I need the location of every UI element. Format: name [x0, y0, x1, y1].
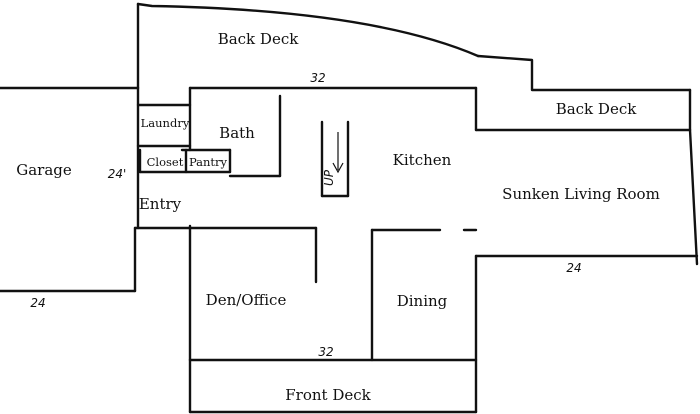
stair-up-label: UP: [322, 169, 336, 186]
room-label-entry: Entry: [139, 195, 182, 213]
room-label-laundry: Laundry: [141, 116, 190, 130]
room-label-pantry: Pantry: [189, 155, 228, 169]
dimension-top-width: 32: [310, 71, 325, 85]
room-label-den-office: Den/Office: [206, 291, 287, 309]
room-label-back-deck-upper: Back Deck: [218, 30, 300, 48]
room-label-garage: Garage: [16, 161, 72, 179]
service-room-walls: [136, 86, 282, 178]
interior-walls-lower: [133, 224, 478, 362]
dimension-living-width: 24: [566, 261, 581, 275]
room-label-front-deck: Front Deck: [285, 386, 371, 404]
front-deck-walls: [188, 358, 478, 414]
dimension-garage-height: 24': [108, 167, 127, 181]
dimension-garage-width: 24: [30, 296, 45, 310]
house-outer-walls: [133, 86, 699, 414]
dimension-bottom-width: 32: [318, 345, 333, 359]
back-deck-upper-walls: [136, 2, 692, 132]
staircase: [320, 120, 350, 198]
room-label-closet: Closet: [147, 155, 184, 169]
room-label-dining: Dining: [397, 292, 448, 310]
room-label-back-deck-right: Back Deck: [556, 100, 638, 118]
garage-walls: [0, 86, 140, 293]
room-label-sunken-living-room: Sunken Living Room: [502, 185, 660, 203]
room-label-kitchen: Kitchen: [393, 151, 452, 169]
room-label-bath: Bath: [219, 124, 255, 142]
